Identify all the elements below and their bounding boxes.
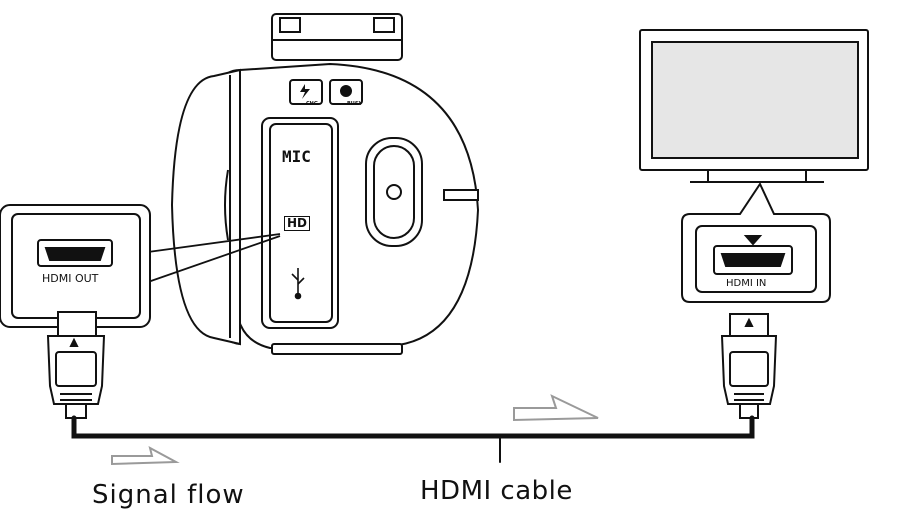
- chg-label: CHG: [306, 101, 318, 107]
- signal-arrow-icon: [111, 394, 599, 466]
- mic-label: MIC: [282, 147, 311, 166]
- usb-icon: [291, 268, 305, 300]
- hdmi-plug-icon-right: [720, 313, 778, 419]
- camcorder-icon: [170, 13, 480, 355]
- hdmi-out-label: HDMI OUT: [42, 272, 99, 285]
- tv-icon: [639, 29, 869, 183]
- hdmi-cable-label: HDMI cable: [420, 476, 573, 506]
- hd-port-label: HD: [284, 216, 311, 231]
- signal-flow-label: Signal flow: [92, 480, 245, 510]
- busy-label: BUSY: [347, 101, 363, 107]
- hdmi-in-label: HDMI IN: [726, 278, 767, 289]
- hdmi-in-port-box: [681, 181, 831, 303]
- hdmi-cable: [71, 415, 755, 463]
- callout-lines: [147, 233, 281, 283]
- hdmi-plug-icon: [46, 311, 106, 419]
- hdmi-out-port-box: [0, 204, 151, 328]
